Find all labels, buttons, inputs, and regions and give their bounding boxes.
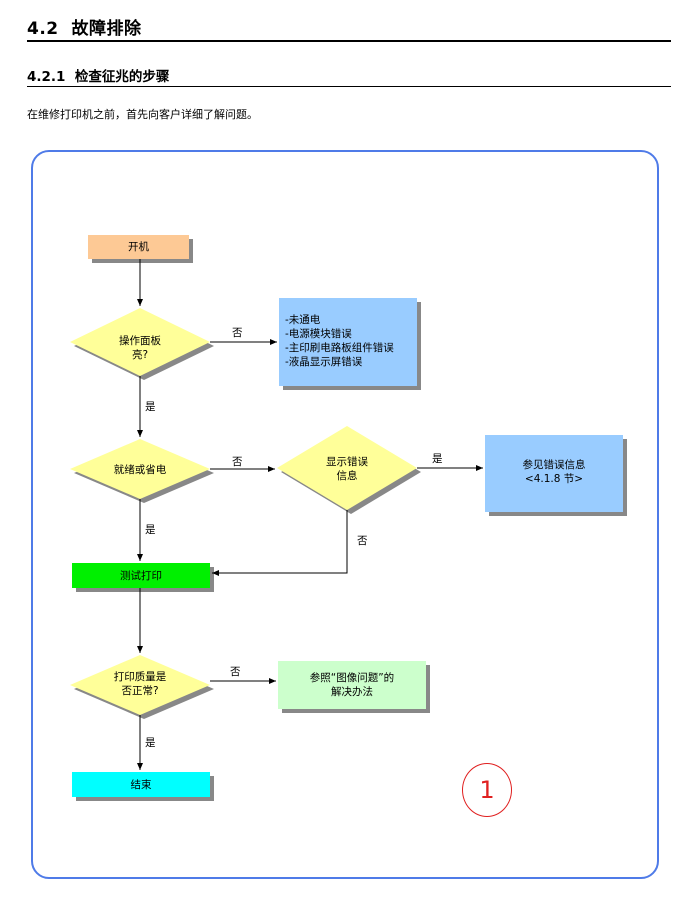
edge-label-no: 否 [232, 456, 243, 468]
show-error-diamond [277, 426, 417, 510]
quality-diamond [70, 655, 210, 715]
edge-label-yes: 是 [145, 524, 156, 536]
show-error-line-2: 信息 [336, 470, 358, 482]
section-title: 故障排除 [71, 19, 142, 39]
see-error-line-1: 参见错误信息 [522, 459, 586, 471]
image-issue-label: 参照“图像问题”的 解决办法 [278, 671, 426, 699]
section-number: 4.2 [27, 19, 59, 39]
see-error-line-2: <4.1.8 节> [524, 473, 584, 485]
ready-label: 就绪或省电 [113, 464, 167, 476]
panel-errors-list: -未通电 -电源模块错误 -主印刷电路板组件错误 -液晶显示屏错误 [285, 313, 415, 369]
panel-lit-label: 操作面板 亮? [90, 334, 190, 362]
ready-diamond [70, 439, 210, 499]
end-label: 结束 [130, 779, 152, 791]
image-issue-line-2: 解决办法 [331, 686, 373, 698]
test-print-label: 测试打印 [120, 570, 162, 582]
end-box [72, 772, 210, 797]
test-print-box [72, 563, 210, 588]
show-error-line-1: 显示错误 [326, 456, 368, 468]
edge-label-yes: 是 [145, 401, 156, 413]
panel-error-item: -液晶显示屏错误 [285, 356, 363, 368]
panel-error-item: -电源模块错误 [285, 328, 352, 340]
flowchart-frame [31, 150, 659, 879]
edge-label-yes: 是 [432, 453, 443, 465]
quality-line-2: 否正常? [121, 685, 159, 697]
arrow-show-error-no [212, 510, 348, 576]
panel-lit-diamond [70, 308, 210, 376]
quality-line-1: 打印质量是 [113, 671, 167, 683]
panel-lit-line-1: 操作面板 [119, 335, 161, 347]
intro-text: 在维修打印机之前，首先向客户详细了解问题。 [27, 108, 258, 121]
edge-label-no: 否 [357, 535, 368, 547]
subsection-title: 检查征兆的步骤 [74, 69, 170, 85]
panel-lit-line-2: 亮? [131, 349, 149, 361]
edge-label-no: 否 [232, 327, 243, 339]
edge-label-no: 否 [230, 666, 241, 678]
see-error-box [485, 435, 623, 512]
section-rule [27, 40, 671, 42]
image-issue-box [278, 661, 426, 709]
subsection-number: 4.2.1 [27, 69, 66, 85]
quality-label: 打印质量是 否正常? [90, 670, 190, 698]
panel-error-item: -主印刷电路板组件错误 [285, 342, 394, 354]
image-issue-line-1: 参照“图像问题”的 [309, 672, 395, 684]
start-label: 开机 [128, 241, 149, 253]
show-error-label: 显示错误 信息 [297, 455, 397, 483]
edge-label-yes: 是 [145, 737, 156, 749]
page-marker: 1 [462, 763, 512, 817]
panel-errors-box [279, 298, 417, 386]
panel-error-item: -未通电 [285, 314, 321, 326]
section-heading: 4.2 故障排除 [27, 14, 141, 39]
subsection-heading: 4.2.1 检查征兆的步骤 [27, 65, 169, 85]
see-error-label: 参见错误信息 <4.1.8 节> [485, 458, 623, 486]
subsection-rule [27, 86, 671, 87]
start-box [88, 235, 189, 259]
